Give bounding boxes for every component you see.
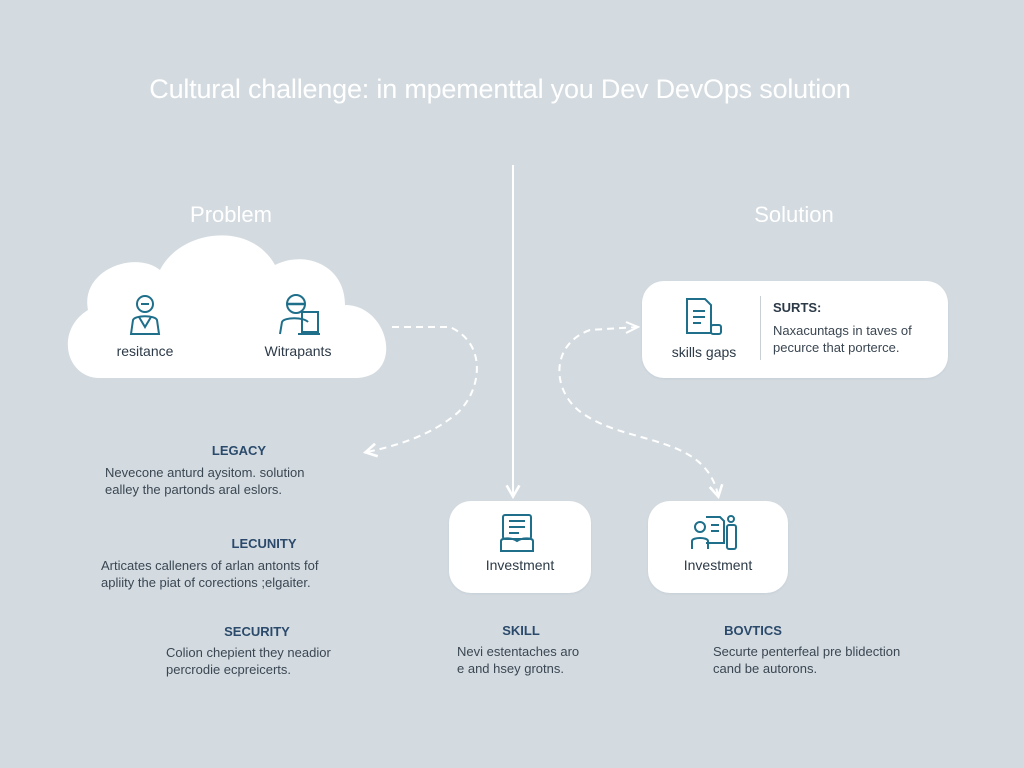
text-line: Nevi estentaches aro — [457, 644, 580, 659]
text-line: apliity the piat of corections ;elgaiter… — [101, 575, 311, 590]
text-line: Naxacuntags in taves of — [773, 323, 912, 338]
note-text: Articates calleners of arlan antonts fof… — [101, 557, 319, 591]
team-document-icon — [690, 511, 742, 553]
investment-card-label: Investment — [683, 557, 753, 573]
person-laptop-icon — [276, 292, 324, 336]
investment-card: Investment — [449, 501, 591, 593]
solution-card-heading: SURTS: — [773, 300, 822, 315]
text-line: cand be autorons. — [713, 661, 818, 676]
person-icon — [122, 292, 168, 336]
note-text: Colion chepient they neadior percrodie e… — [166, 644, 331, 678]
note-text: Nevecone anturd aysitom. solution ealley… — [105, 464, 304, 498]
cloud-item-label: Witrapants — [264, 343, 332, 359]
solution-connector — [558, 326, 724, 500]
text-line: percrodie ecpreicerts. — [166, 662, 291, 677]
note-text: Nevi estentaches aro e and hsey grotns. — [457, 643, 579, 677]
solution-heading: Solution — [754, 202, 834, 227]
document-edit-icon — [683, 297, 725, 339]
solution-arrow-head — [625, 321, 641, 334]
problem-connector — [362, 326, 478, 458]
solution-card — [642, 281, 948, 378]
text-line: Colion chepient they neadior — [166, 645, 331, 660]
note-text: Securte penterfeal pre blidection cand b… — [713, 643, 900, 677]
card-divider — [760, 296, 761, 360]
note-heading: LECUNITY — [231, 536, 297, 551]
text-line: pecurce that porterce. — [773, 340, 900, 355]
page-title: Cultural challenge: in mpementtal you De… — [149, 74, 851, 104]
text-line: ealley the partonds aral eslors. — [105, 482, 283, 497]
investment-card: Investment — [648, 501, 788, 593]
briefcase-icon — [497, 511, 541, 553]
note-heading: SECURITY — [224, 624, 290, 639]
note-heading: LEGACY — [211, 443, 267, 458]
text-line: e and hsey grotns. — [457, 661, 564, 676]
solution-card-text: Naxacuntags in taves of pecurce that por… — [773, 322, 912, 356]
problem-cloud — [67, 235, 387, 378]
solution-card-label: skills gaps — [671, 344, 737, 360]
text-line: Securte penterfeal pre blidection — [713, 644, 901, 659]
cloud-item-label: resitance — [116, 343, 174, 359]
problem-heading: Problem — [190, 202, 272, 227]
note-heading: BOVTICS — [724, 623, 782, 638]
note-heading: SKILL — [502, 623, 540, 638]
investment-card-label: Investment — [485, 557, 555, 573]
text-line: Articates calleners of arlan antonts fof — [101, 558, 319, 573]
text-line: Nevecone anturd aysitom. solution — [105, 465, 305, 480]
